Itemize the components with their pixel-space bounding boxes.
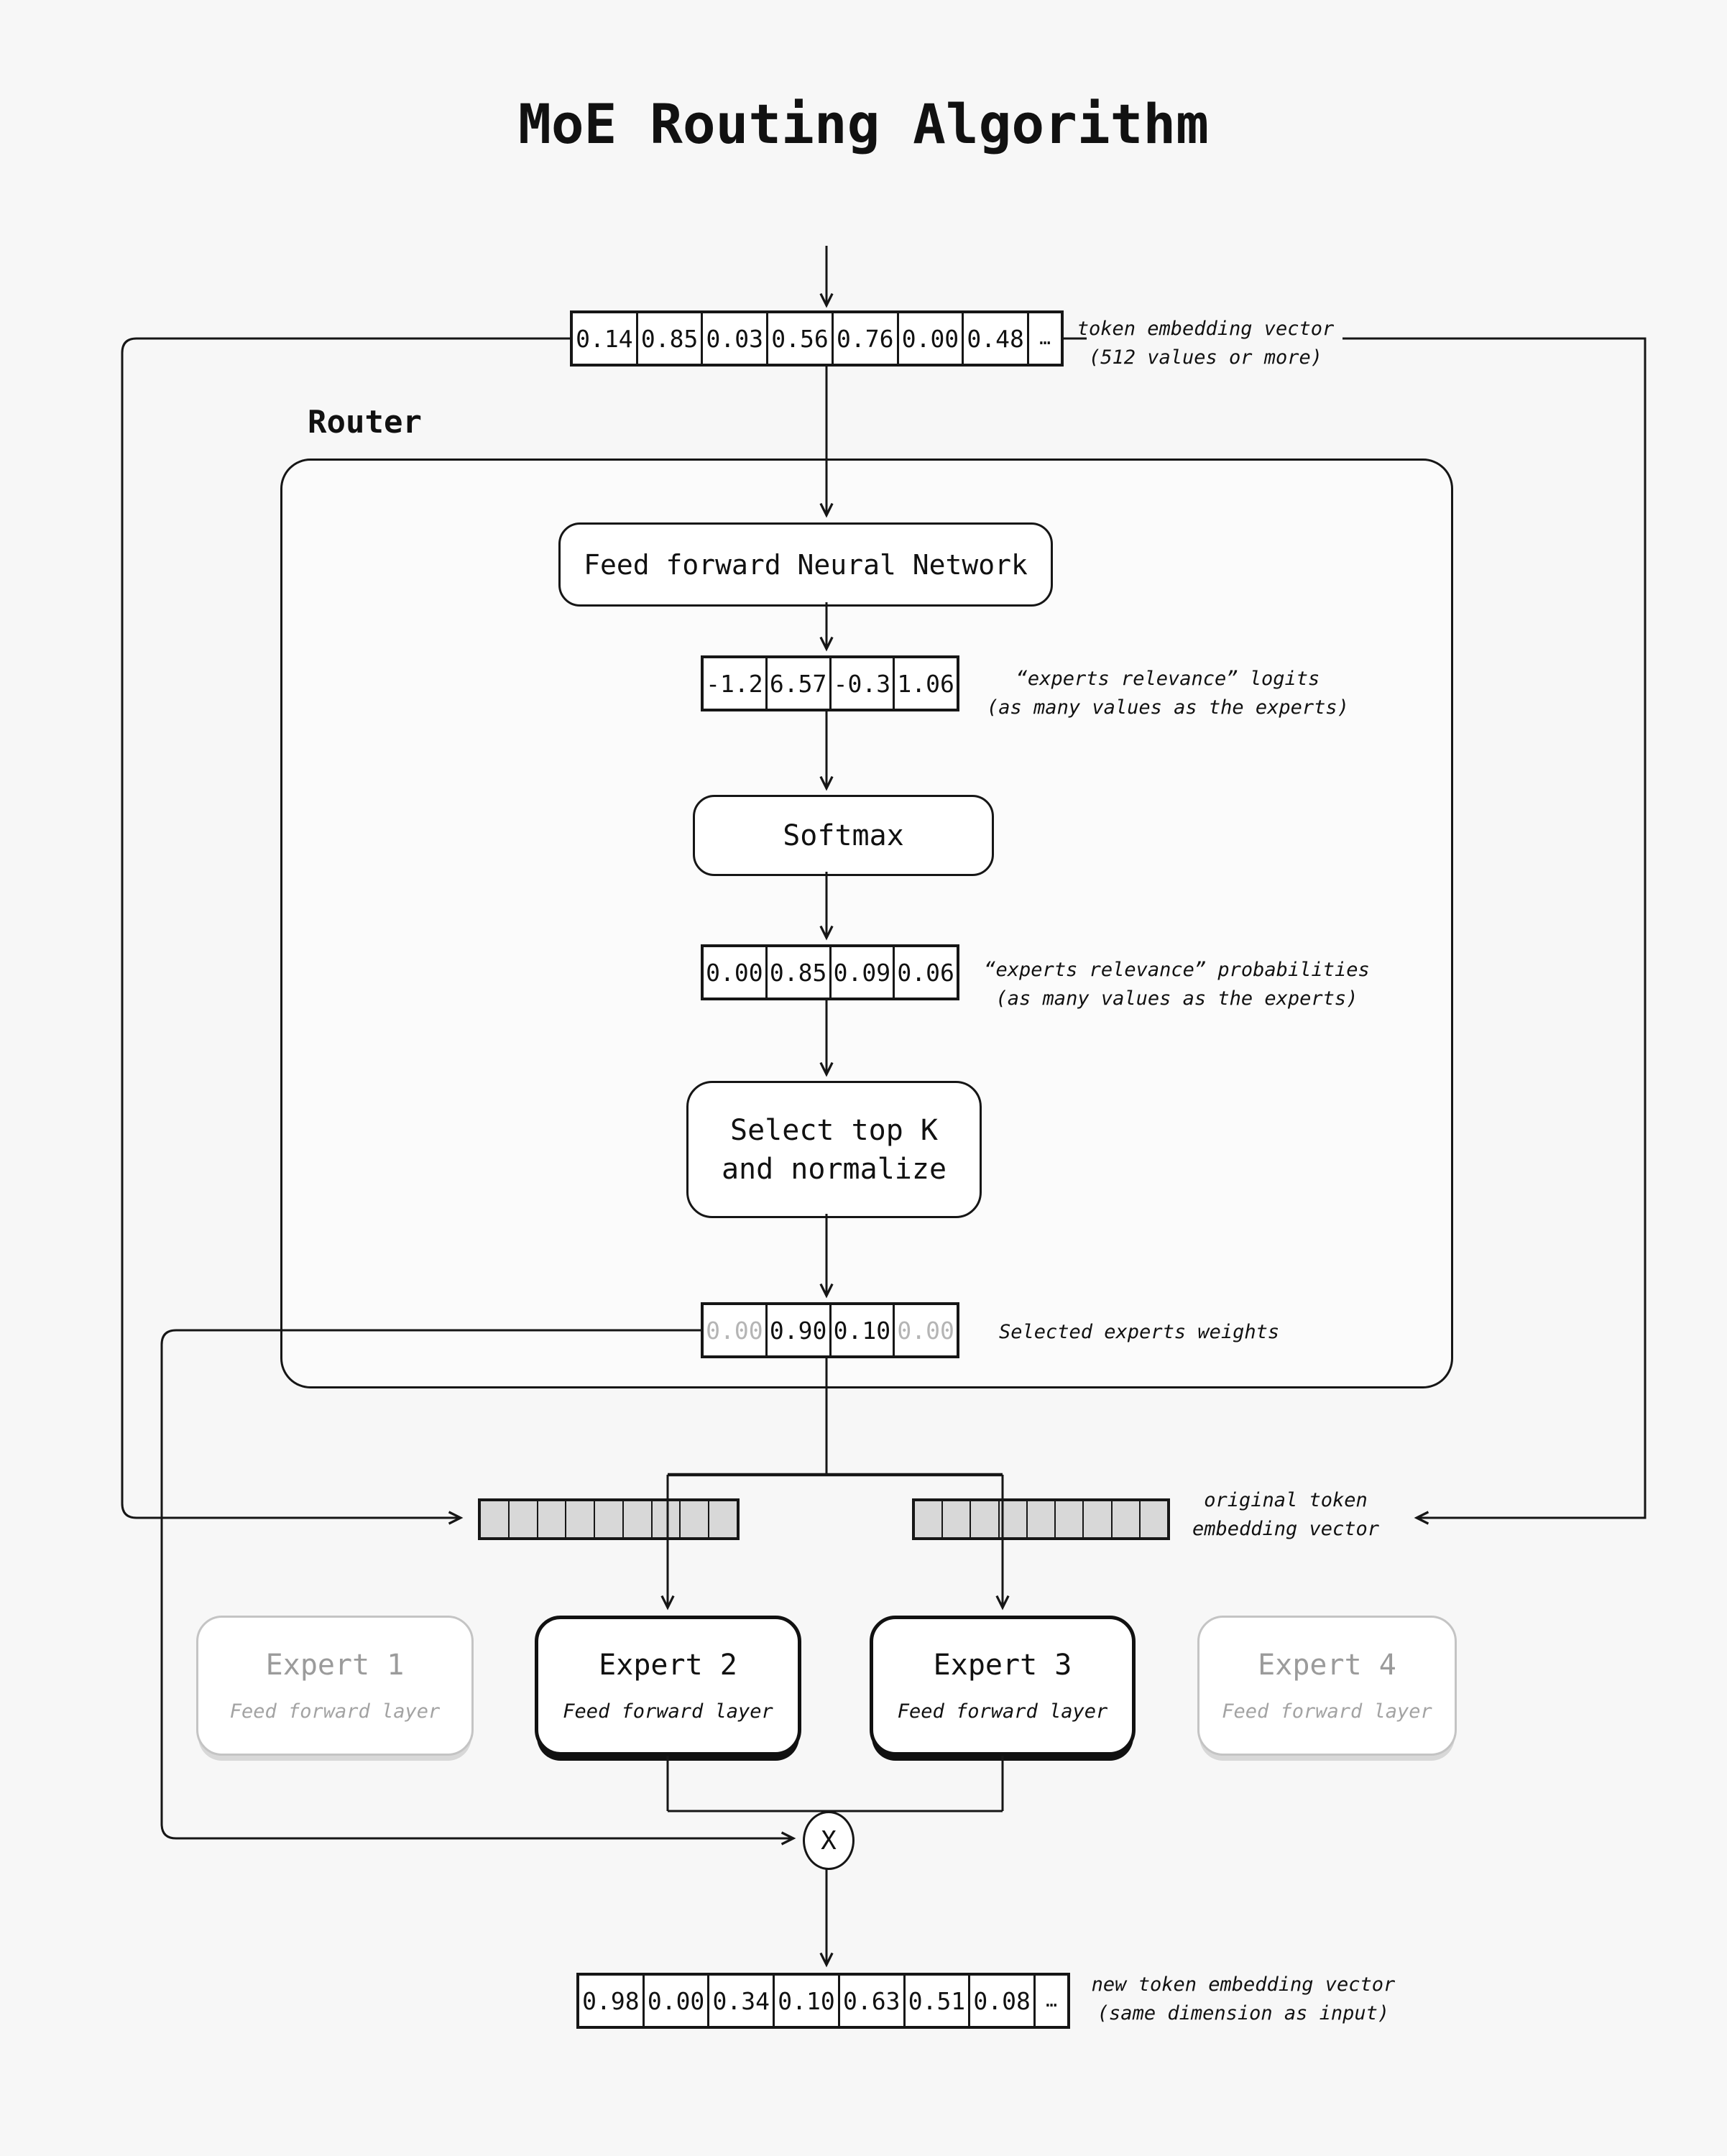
vector-cell: 0.90 — [768, 1305, 832, 1355]
expert-2-box: Expert 2 Feed forward layer — [535, 1616, 801, 1756]
vector-cell: 0.03 — [703, 313, 769, 364]
strip-cell — [1056, 1501, 1084, 1537]
expert-4-box: Expert 4 Feed forward layer — [1197, 1616, 1457, 1756]
vector-cell: 0.14 — [573, 313, 638, 364]
strip-cell — [538, 1501, 567, 1537]
strip-cell — [566, 1501, 596, 1537]
vector-cell: 0.00 — [645, 1976, 710, 2026]
strip-cell — [681, 1501, 710, 1537]
annotation-line: (512 values or more) — [1088, 346, 1323, 369]
loop-selected-weights — [160, 1329, 796, 1846]
vector-cell: 0.09 — [832, 947, 895, 998]
vector-cell: 1.06 — [897, 669, 954, 698]
vector-cell: 0.76 — [834, 313, 899, 364]
strip-cell — [1084, 1501, 1113, 1537]
expert-3-box: Expert 3 Feed forward layer — [870, 1616, 1136, 1756]
token-strip-right — [912, 1498, 1170, 1540]
strip-cell — [915, 1501, 944, 1537]
vector-cell: 0.00 — [897, 1316, 954, 1345]
vector-cell: 0.10 — [832, 1305, 895, 1355]
annotation-line: (same dimension as input) — [1097, 2002, 1390, 2024]
vector-cell: 0.85 — [638, 313, 704, 364]
strip-cell — [481, 1501, 510, 1537]
vector-cell: 0.08 — [970, 1976, 1036, 2026]
vector-cell: 0.56 — [768, 313, 834, 364]
strip-cell — [1027, 1501, 1056, 1537]
annotation-line: token embedding vector — [1077, 318, 1335, 340]
expert-subtitle: Feed forward layer — [897, 1700, 1108, 1723]
strip-cell — [652, 1501, 681, 1537]
vector-cell: -1.2 — [704, 658, 768, 709]
selected-weights-annotation: Selected experts weights — [999, 1318, 1286, 1347]
router-label: Router — [308, 404, 422, 441]
vector-cell: 0.00 — [704, 1305, 768, 1355]
strip-cell — [1112, 1501, 1141, 1537]
page-title: MoE Routing Algorithm — [518, 92, 1209, 156]
vector-cell: 0.85 — [768, 947, 832, 998]
vector-cell: 0.63 — [840, 1976, 906, 2026]
probabilities-annotation: “experts relevance” probabilities (as ma… — [981, 956, 1373, 1013]
strip-cell — [509, 1501, 538, 1537]
select-topk-label: Select top K and normalize — [722, 1111, 947, 1189]
input-vector-annotation: token embedding vector (512 values or mo… — [1071, 315, 1340, 372]
vector-ellipsis-cell: … — [1039, 328, 1051, 349]
multiply-node: X — [803, 1811, 855, 1870]
topk-line: and normalize — [721, 1152, 947, 1186]
annotation-line: embedding vector — [1192, 1518, 1380, 1540]
output-embedding-vector: 0.98 0.00 0.34 0.10 0.63 0.51 0.08 … — [576, 1973, 1070, 2029]
softmax-box: Softmax — [693, 795, 994, 876]
vector-cell: 0.98 — [579, 1976, 645, 2026]
topk-line: Select top K — [730, 1113, 938, 1147]
select-topk-box: Select top K and normalize — [686, 1081, 982, 1218]
input-embedding-vector: 0.14 0.85 0.03 0.56 0.76 0.00 0.48 … — [570, 310, 1064, 367]
strip-cell — [999, 1501, 1028, 1537]
vector-cell: 0.34 — [709, 1976, 775, 2026]
annotation-line: Selected experts weights — [999, 1321, 1280, 1343]
annotation-line: “experts relevance” logits — [1016, 668, 1320, 690]
strip-cell — [971, 1501, 1000, 1537]
expert-subtitle: Feed forward layer — [1222, 1700, 1432, 1723]
output-vector-annotation: new token embedding vector (same dimensi… — [1082, 1971, 1405, 2028]
strip-cell — [623, 1501, 653, 1537]
expert-subtitle: Feed forward layer — [229, 1700, 441, 1723]
logits-vector: -1.2 6.57 -0.3 1.06 — [701, 655, 959, 711]
expert-1-box: Expert 1 Feed forward layer — [196, 1616, 474, 1756]
expert-name: Expert 2 — [599, 1649, 737, 1682]
token-strip-left — [478, 1498, 740, 1540]
vector-cell: 0.00 — [704, 947, 768, 998]
selected-weights-vector: 0.00 0.90 0.10 0.00 — [701, 1302, 959, 1358]
annotation-line: original token — [1204, 1489, 1368, 1511]
ffnn-label: Feed forward Neural Network — [584, 548, 1028, 581]
vector-cell: 0.48 — [964, 313, 1030, 364]
annotation-line: “experts relevance” probabilities — [984, 959, 1370, 981]
vector-ellipsis-cell: … — [1046, 1990, 1057, 2012]
vector-cell: 6.57 — [768, 658, 832, 709]
expert-name: Expert 3 — [933, 1649, 1072, 1682]
expert-name: Expert 1 — [265, 1649, 405, 1682]
annotation-line: new token embedding vector — [1091, 1973, 1396, 1996]
original-vector-annotation: original token embedding vector — [1186, 1486, 1386, 1544]
probabilities-vector: 0.00 0.85 0.09 0.06 — [701, 944, 959, 1000]
vector-cell: -0.3 — [832, 658, 895, 709]
logits-annotation: “experts relevance” logits (as many valu… — [981, 665, 1355, 722]
strip-cell — [943, 1501, 972, 1537]
softmax-label: Softmax — [783, 819, 904, 852]
vector-cell: 0.51 — [906, 1976, 971, 2026]
ffnn-box: Feed forward Neural Network — [558, 522, 1053, 607]
strip-cell — [709, 1501, 737, 1537]
annotation-line: (as many values as the experts) — [995, 987, 1358, 1010]
vector-cell: 0.06 — [897, 958, 954, 987]
vector-cell: 0.00 — [899, 313, 964, 364]
strip-cell — [595, 1501, 624, 1537]
vector-cell: 0.10 — [775, 1976, 840, 2026]
expert-subtitle: Feed forward layer — [563, 1700, 773, 1723]
multiply-label: X — [821, 1825, 837, 1856]
strip-cell — [1140, 1501, 1167, 1537]
expert-name: Expert 4 — [1258, 1649, 1396, 1682]
annotation-line: (as many values as the experts) — [987, 696, 1349, 719]
